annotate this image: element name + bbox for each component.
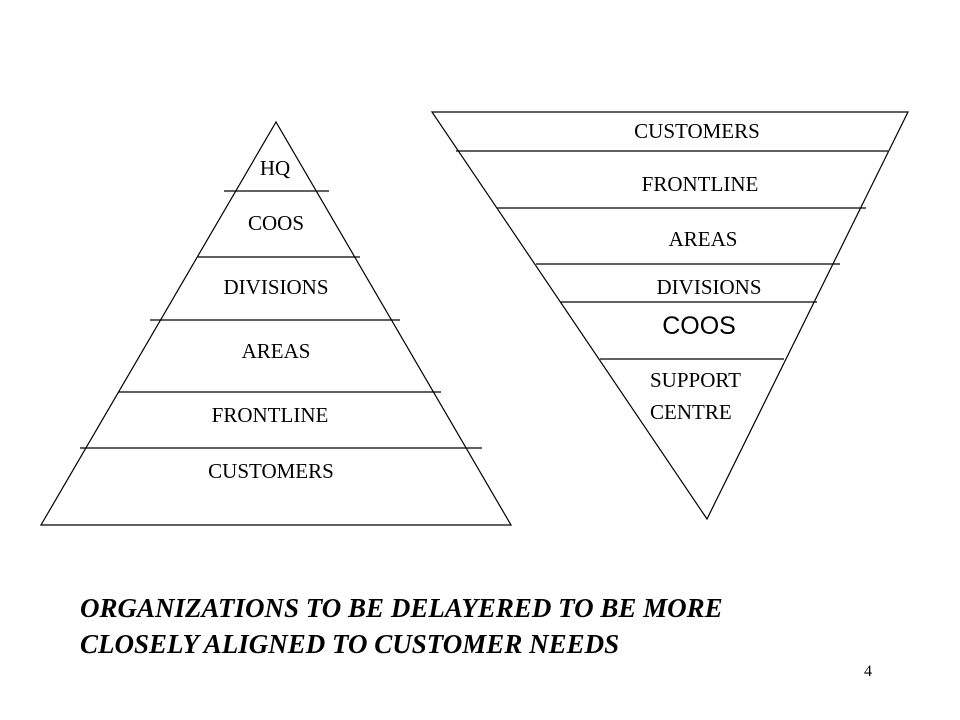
left-pyramid: HQ COOS DIVISIONS AREAS FRONTLINE CUSTOM…: [39, 120, 513, 526]
slide-caption: ORGANIZATIONS TO BE DELAYERED TO BE MORE…: [80, 590, 880, 662]
caption-line-1: ORGANIZATIONS TO BE DELAYERED TO BE MORE: [80, 593, 723, 623]
caption-line-2: CLOSELY ALIGNED TO CUSTOMER NEEDS: [80, 629, 620, 659]
right-layer-support: SUPPORT: [650, 368, 741, 392]
right-layer-coos: COOS: [662, 312, 736, 340]
left-layer-coos: COOS: [248, 211, 304, 235]
left-layer-areas: AREAS: [242, 339, 311, 363]
right-layer-frontline: FRONTLINE: [642, 172, 759, 196]
left-pyramid-outline: [39, 120, 513, 526]
left-layer-divisions: DIVISIONS: [224, 275, 329, 299]
left-layer-hq: HQ: [260, 156, 290, 180]
right-layer-areas: AREAS: [669, 227, 738, 251]
right-pyramid-outline: [430, 111, 909, 521]
page-number: 4: [864, 663, 872, 680]
right-pyramid: CUSTOMERS FRONTLINE AREAS DIVISIONS COOS…: [430, 111, 909, 521]
right-layer-customers: CUSTOMERS: [634, 119, 760, 143]
right-layer-divisions: DIVISIONS: [657, 275, 762, 299]
left-layer-frontline: FRONTLINE: [212, 403, 329, 427]
right-layer-centre: CENTRE: [650, 400, 732, 424]
left-layer-customers: CUSTOMERS: [208, 459, 334, 483]
